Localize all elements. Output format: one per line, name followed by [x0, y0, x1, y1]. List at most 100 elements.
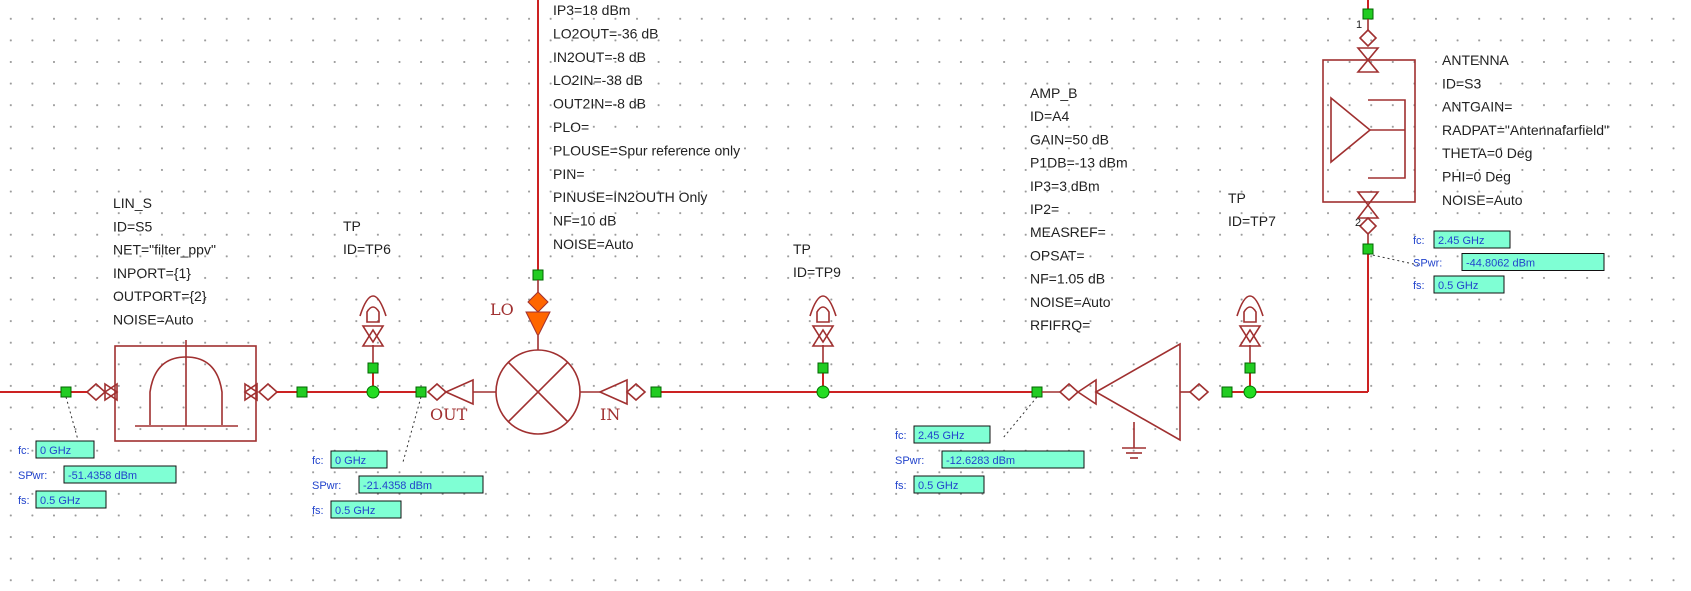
amplifier-component[interactable] — [1031, 342, 1233, 459]
filter-params-line-2: NET="filter_ppv" — [113, 242, 216, 258]
mixer-params-line-4: OUT2IN=-8 dB — [553, 96, 646, 112]
amp-params-line-5: IP2= — [1030, 201, 1059, 217]
annotation-spwr-label: SPwr: — [18, 470, 47, 482]
antenna-pin1-label: 1 — [1356, 19, 1362, 31]
amp-params-line-2: GAIN=50 dB — [1030, 131, 1109, 147]
annotation-fc-value: 0 GHz — [40, 445, 71, 457]
mixer-params-line-9: NF=10 dB — [553, 213, 616, 229]
annotation-fc-value: 2.45 GHz — [1438, 235, 1484, 247]
filter-params-line-3: INPORT={1} — [113, 265, 191, 281]
annotation-fs-label: fs: — [895, 480, 907, 492]
tp7-params-line-1: ID=TP7 — [1228, 213, 1276, 229]
annotation-fs-value: 0.5 GHz — [40, 495, 80, 507]
amp-params-line-3: P1DB=-13 dBm — [1030, 155, 1128, 171]
tp7-probe[interactable] — [1236, 295, 1264, 399]
mixer-params-line-10: NOISE=Auto — [553, 236, 634, 252]
mixer-out-label: OUT — [430, 405, 468, 424]
filter-params-line-0: LIN_S — [113, 195, 152, 211]
annotation-spwr-value: -21.4358 dBm — [363, 480, 432, 492]
annotation-fc-label: fc: — [1413, 235, 1425, 247]
filter-component[interactable] — [66, 340, 302, 442]
mixer-in-label: IN — [600, 405, 620, 424]
annotation-fs-value: 0.5 GHz — [1438, 280, 1478, 292]
mixer-component[interactable] — [495, 349, 581, 435]
mixer-params-line-8: PINUSE=IN2OUTH Only — [553, 189, 707, 205]
mixer-params-line-2: IN2OUT=-8 dB — [553, 49, 646, 65]
annotation-spwr-box — [1461, 253, 1605, 271]
annotation-fs-value: 0.5 GHz — [335, 505, 375, 517]
antenna-params-line-2: ANTGAIN= — [1442, 99, 1512, 115]
tp9-params-line-1: ID=TP9 — [793, 264, 841, 280]
filter-params-line-4: OUTPORT={2} — [113, 288, 207, 304]
mixer-params-line-1: LO2OUT=-36 dB — [553, 25, 658, 41]
tp9-params-line-0: TP — [793, 241, 811, 257]
annotation-fs-label: fs: — [18, 495, 30, 507]
annotation-spwr-value: -12.6283 dBm — [946, 455, 1015, 467]
mixer-out-terminal[interactable] — [415, 378, 496, 406]
annotation-spwr-box — [941, 450, 1085, 469]
tp9-param-block: TP ID=TP9 — [793, 241, 841, 280]
annotation-fs-label: fs: — [312, 505, 324, 517]
annotation-spwr-label: SPwr: — [1413, 258, 1442, 270]
filter-input-port[interactable] — [60, 386, 72, 398]
antenna-params-line-3: RADPAT="Antennafarfield" — [1442, 122, 1609, 138]
mixer-lo-terminal[interactable] — [525, 269, 551, 350]
tp6-probe[interactable] — [359, 295, 387, 399]
annotation-spwr-label: SPwr: — [312, 480, 341, 492]
amp-params-line-8: NF=1.05 dB — [1030, 271, 1105, 287]
antenna-component[interactable] — [1322, 8, 1416, 255]
mixer-lo-label: LO — [490, 300, 514, 319]
amp-params-line-10: RFIFRQ= — [1030, 317, 1090, 333]
amp-params-line-1: ID=A4 — [1030, 108, 1070, 124]
antenna-params-line-6: NOISE=Auto — [1442, 192, 1523, 208]
annotation-fs-box — [35, 490, 107, 509]
tp7-param-block: TP ID=TP7 — [1228, 190, 1276, 229]
annotation-spwr-box — [358, 475, 484, 494]
antenna-params-line-1: ID=S3 — [1442, 75, 1482, 91]
amp-params-line-0: AMP_B — [1030, 85, 1077, 101]
amp-params-line-6: MEASREF= — [1030, 224, 1106, 240]
annotation-spwr-value: -44.8062 dBm — [1466, 258, 1535, 270]
annotation-fc-box — [330, 450, 388, 469]
annotation-fc-box — [1433, 230, 1511, 249]
mixer-in-terminal[interactable] — [580, 378, 662, 406]
tp7-params-line-0: TP — [1228, 190, 1246, 206]
amp-params-line-9: NOISE=Auto — [1030, 294, 1111, 310]
antenna-params-line-0: ANTENNA — [1442, 52, 1510, 68]
annotation-spwr-label: SPwr: — [895, 455, 924, 467]
annotation-fc-value: 2.45 GHz — [918, 430, 964, 442]
annotation-fc-box — [913, 425, 991, 444]
filter-output-port[interactable] — [296, 386, 308, 398]
amp-params-line-4: IP3=3 dBm — [1030, 178, 1100, 194]
mixer-params-line-0: IP3=18 dBm — [553, 2, 630, 18]
antenna-pin2-label: 2 — [1355, 217, 1361, 229]
annotation-spwr-box — [63, 465, 177, 484]
annotation-fc-box — [35, 440, 95, 459]
tp9-probe[interactable] — [809, 295, 837, 399]
mixer-params-line-6: PLOUSE=Spur reference only — [553, 142, 740, 158]
mixer-params-line-3: LO2IN=-38 dB — [553, 72, 643, 88]
annotation-fs-box — [913, 475, 985, 494]
filter-params-line-1: ID=S5 — [113, 218, 153, 234]
annotation-leaders — [65, 253, 1419, 463]
antenna-params-line-4: THETA=0 Deg — [1442, 145, 1532, 161]
annotation-spwr-value: -51.4358 dBm — [68, 470, 137, 482]
antenna-params-line-5: PHI=0 Deg — [1442, 169, 1511, 185]
annotation-fc-label: fc: — [895, 430, 907, 442]
amp-params-line-7: OPSAT= — [1030, 247, 1085, 263]
tp6-params-line-1: ID=TP6 — [343, 241, 391, 257]
tp6-param-block: TP ID=TP6 — [343, 218, 391, 257]
annotation-fc-label: fc: — [312, 455, 324, 467]
annotation-fs-label: fs: — [1413, 280, 1425, 292]
tp6-params-line-0: TP — [343, 218, 361, 234]
annotation-fc-value: 0 GHz — [335, 455, 366, 467]
